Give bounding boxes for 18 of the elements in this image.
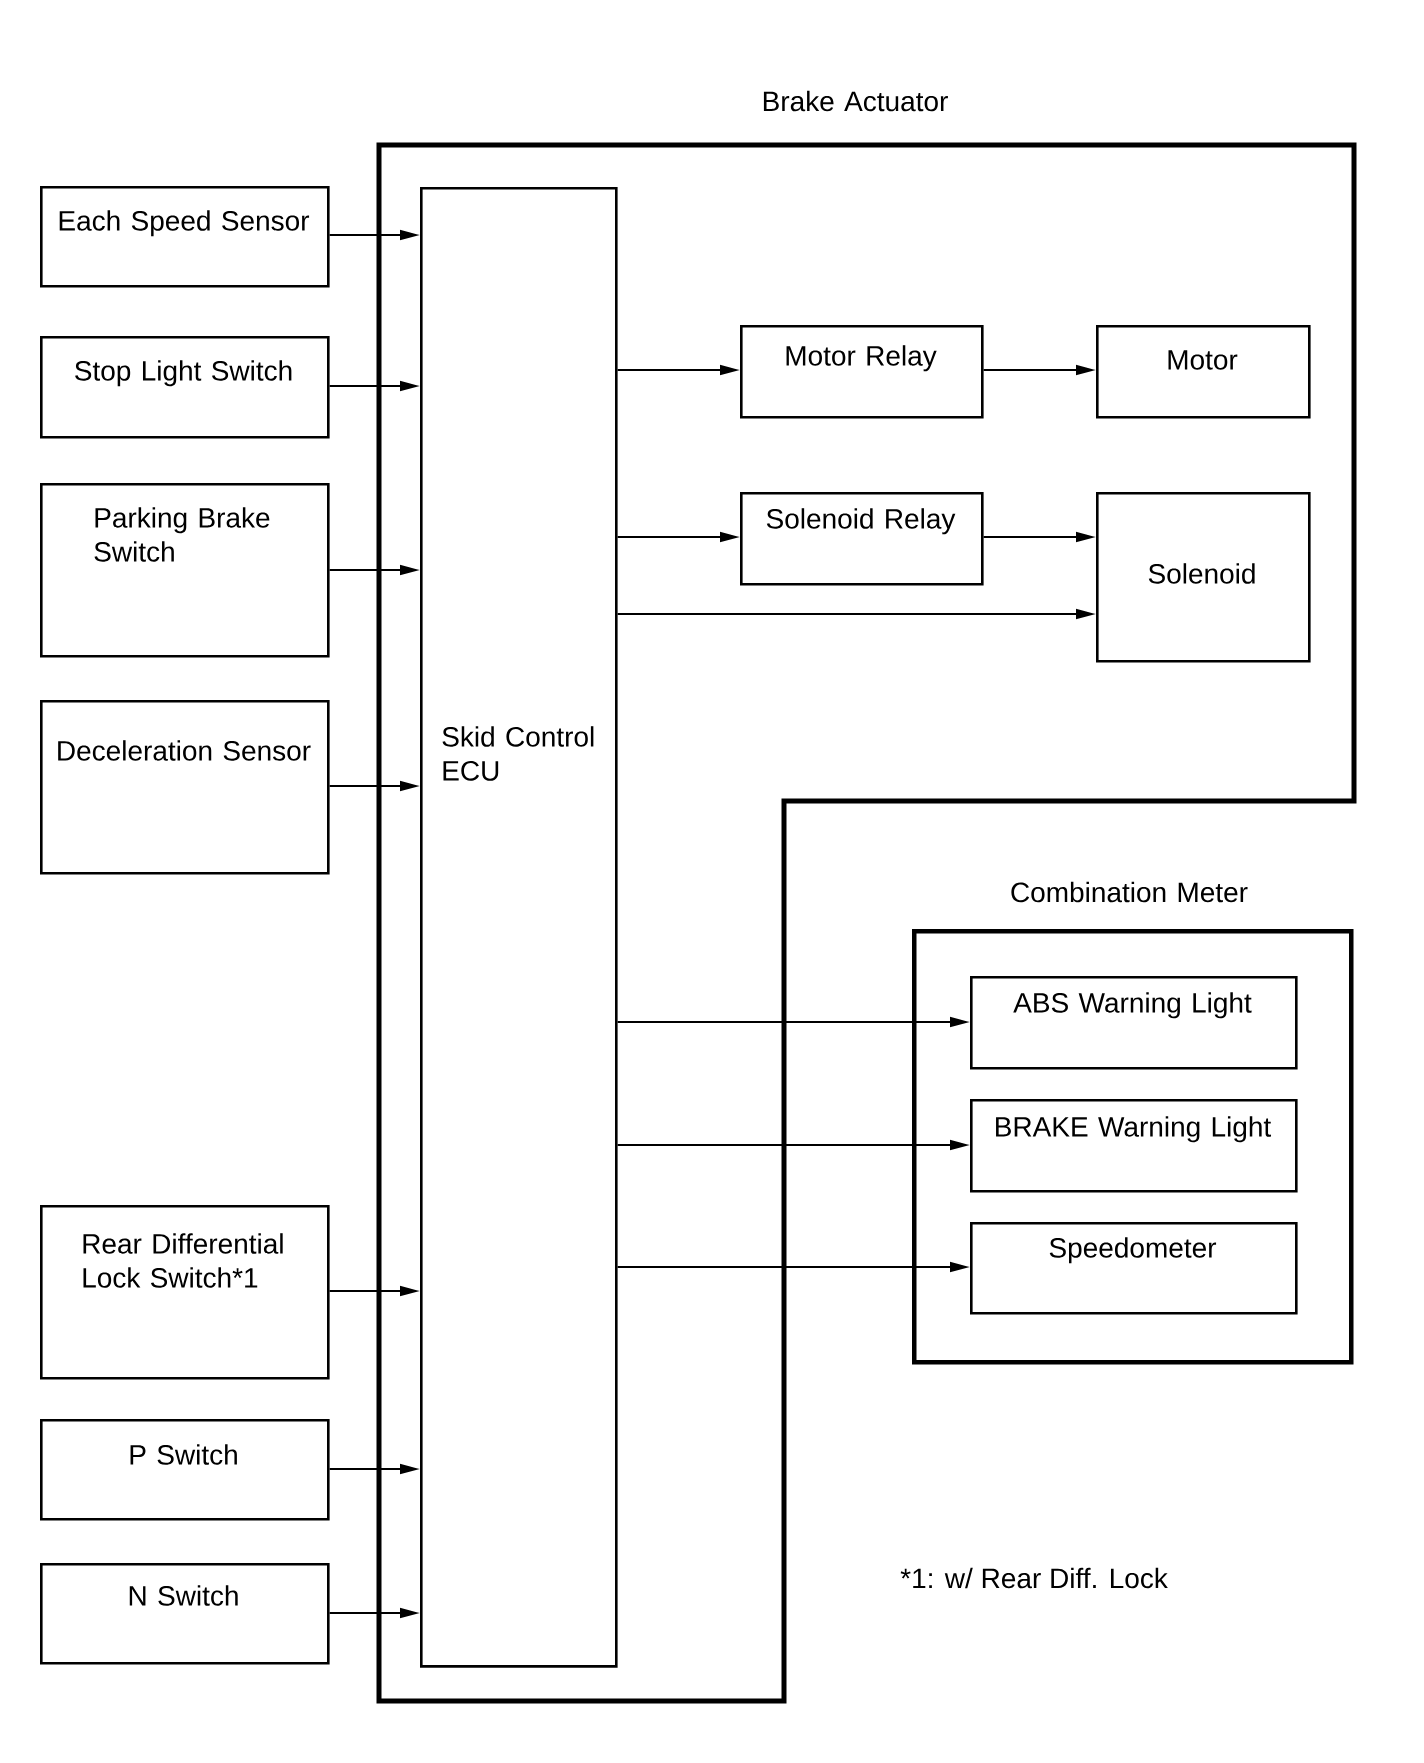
component-box: Deceleration Sensor: [40, 700, 330, 875]
component-box: Motor Relay: [740, 325, 984, 419]
component-box: Solenoid Relay: [740, 492, 984, 586]
node-label: Combination Meter: [1011, 881, 1248, 903]
component-box: Parking Brake Switch: [40, 483, 330, 658]
component-box: Motor: [1096, 325, 1311, 419]
component-box: BRAKE Warning Light: [970, 1099, 1298, 1193]
component-box: Solenoid: [1096, 492, 1311, 663]
component-box: Speedometer: [970, 1222, 1298, 1315]
component-box: Stop Light Switch: [40, 336, 330, 439]
component-box: ABS Warning Light: [970, 976, 1298, 1070]
node-label: Brake Actuator: [763, 90, 948, 112]
component-box: Skid Control ECU: [420, 187, 618, 1668]
component-box: N Switch: [40, 1563, 330, 1665]
component-box: Each Speed Sensor: [40, 186, 330, 288]
footnote-text: *1: w/ Rear Diff. Lock: [900, 1567, 1168, 1589]
component-box: P Switch: [40, 1419, 330, 1521]
component-box: Rear Differential Lock Switch*1: [40, 1205, 330, 1380]
